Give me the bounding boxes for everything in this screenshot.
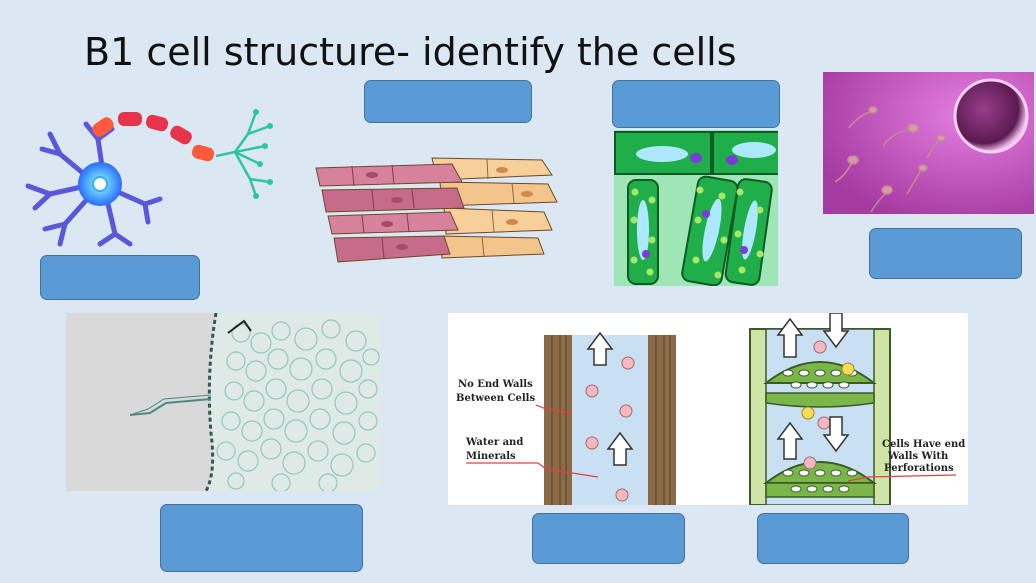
label-no-end-walls-2: Between Cells — [456, 393, 535, 404]
answer-box-muscle[interactable] — [364, 80, 532, 123]
answer-box-phloem[interactable] — [757, 513, 909, 564]
label-cells-end-1: Cells Have end — [882, 439, 965, 450]
label-water-2: Minerals — [466, 451, 516, 462]
neuron-image — [20, 104, 282, 249]
answer-box-sperm[interactable] — [869, 228, 1022, 279]
muscle-cells-image — [312, 150, 560, 270]
label-cells-end-2: Walls With — [887, 451, 949, 462]
root-hair-micrograph — [66, 313, 381, 491]
answer-box-palisade[interactable] — [612, 80, 780, 128]
arrow-up-icon — [586, 331, 634, 466]
label-cells-end-3: Perforations — [884, 463, 954, 474]
label-no-end-walls-1: No End Walls — [458, 379, 533, 390]
answer-box-root-hair[interactable] — [160, 504, 363, 572]
xylem-phloem-diagram: No End Walls Between Cells Water and Min… — [448, 313, 968, 505]
label-water-1: Water and — [465, 437, 523, 448]
sperm-egg-image — [823, 72, 1034, 214]
slide-title: B1 cell structure- identify the cells — [84, 30, 737, 74]
answer-box-neuron[interactable] — [40, 255, 200, 300]
palisade-cells-image — [614, 130, 778, 286]
answer-box-xylem[interactable] — [532, 513, 685, 564]
